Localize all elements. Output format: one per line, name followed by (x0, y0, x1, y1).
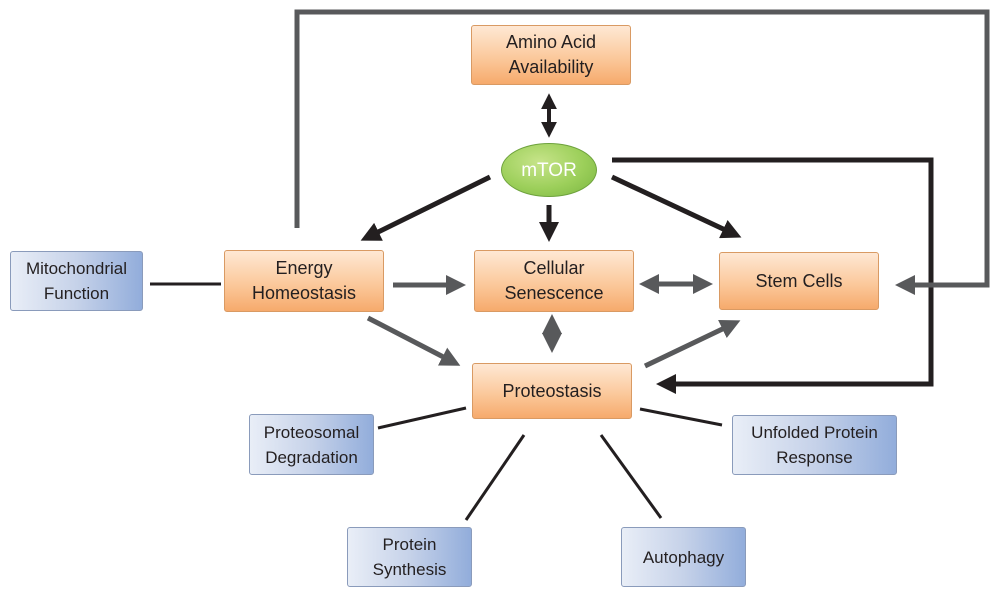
stem-cells-label: Stem Cells (755, 270, 843, 291)
autophagy-box: Autophagy (621, 527, 746, 587)
arrow-mtor-stem-cells (610, 174, 742, 239)
energy-homeostasis-label: Energy Homeostasis (251, 258, 357, 303)
amino-acid-availability-label: Amino Acid Availability (505, 32, 597, 77)
arrow-energy-stem-cells-loop (294, 9, 990, 295)
arrow-proteostasis-stem-cells (643, 320, 741, 369)
proteostasis-label: Proteostasis (502, 380, 602, 401)
protein-synthesis-box: Protein Synthesis (347, 527, 472, 587)
line-proteostasis-unfolded (639, 407, 723, 427)
cellular-senescence-label: Cellular Senescence (504, 258, 604, 303)
mitochondrial-function-label: Mitochondrial Function (25, 259, 128, 303)
arrow-mtor-proteostasis-loop (612, 157, 934, 394)
line-proteostasis-synthesis (464, 434, 526, 521)
proteosomal-degradation-box: Proteosomal Degradation (249, 414, 374, 475)
mtor-label: mTOR (521, 159, 577, 181)
stem-cells-box: Stem Cells (719, 252, 879, 310)
autophagy-label: Autophagy (642, 547, 725, 567)
mitochondrial-function-box: Mitochondrial Function (10, 251, 143, 311)
mtor-node: mTOR (501, 143, 597, 197)
unfolded-protein-response-box: Unfolded Protein Response (732, 415, 897, 475)
arrow-mtor-energy (360, 174, 492, 241)
energy-homeostasis-box: Energy Homeostasis (224, 250, 384, 312)
line-proteostasis-autophagy (599, 434, 663, 519)
unfolded-protein-response-label: Unfolded Protein Response (751, 423, 878, 467)
proteostasis-box: Proteostasis (472, 363, 632, 419)
cellular-senescence-box: Cellular Senescence (474, 250, 634, 312)
arrow-energy-proteostasis (366, 315, 461, 366)
amino-acid-availability-box: Amino Acid Availability (471, 25, 631, 85)
line-proteostasis-proteosomal (377, 406, 467, 430)
proteosomal-degradation-label: Proteosomal Degradation (263, 422, 360, 467)
protein-synthesis-label: Protein Synthesis (372, 535, 447, 579)
